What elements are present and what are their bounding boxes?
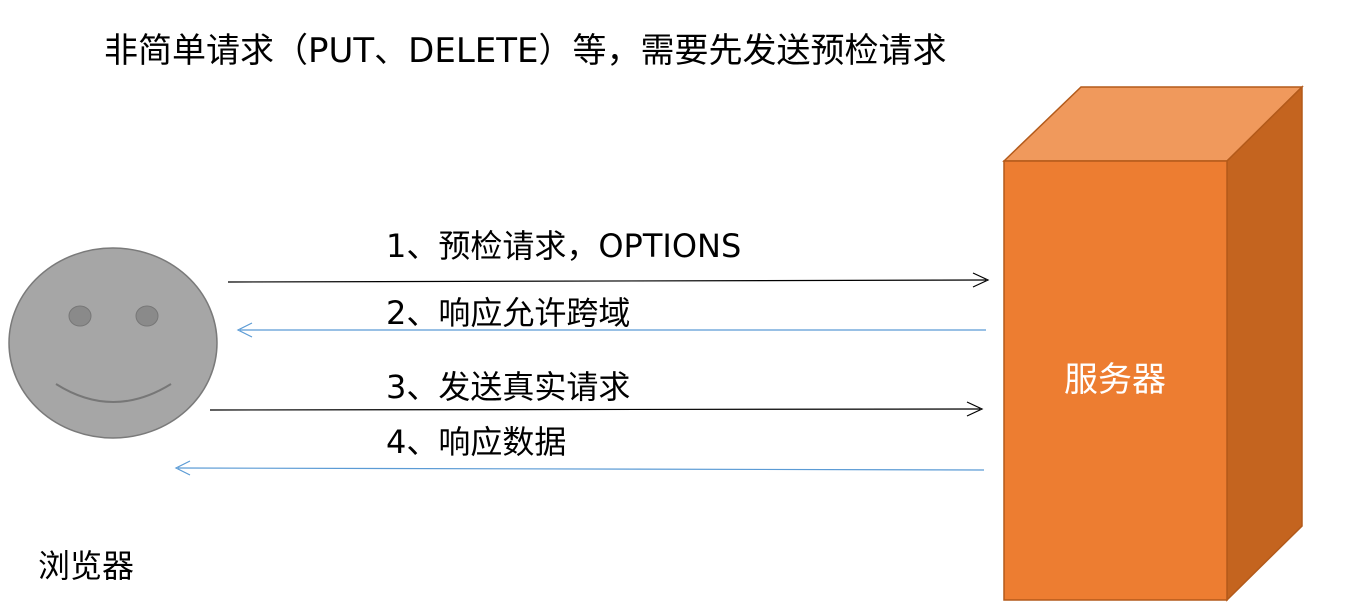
left-eye	[68, 305, 92, 327]
diagram-title: 非简单请求（PUT、DELETE）等，需要先发送预检请求	[104, 31, 947, 71]
step-2-label: 2、响应允许跨域	[386, 294, 631, 332]
step-3-label: 3、发送真实请求	[386, 368, 631, 406]
server-front-face	[1003, 160, 1228, 601]
smiley-face-icon	[8, 247, 218, 439]
server-box	[1002, 85, 1304, 602]
browser-label: 浏览器	[38, 547, 135, 585]
smile-mouth	[55, 383, 172, 403]
right-eye	[135, 305, 159, 327]
server-label: 服务器	[1064, 360, 1166, 400]
arrow-step-2	[236, 322, 986, 338]
server-side-face	[1226, 85, 1303, 602]
arrow-step-1	[227, 272, 990, 288]
face-circle	[8, 247, 218, 439]
step-1-label: 1、预检请求，OPTIONS	[386, 227, 742, 265]
arrow-step-4	[174, 460, 985, 476]
arrow-step-3	[209, 401, 984, 417]
step-4-label: 4、响应数据	[386, 423, 567, 461]
